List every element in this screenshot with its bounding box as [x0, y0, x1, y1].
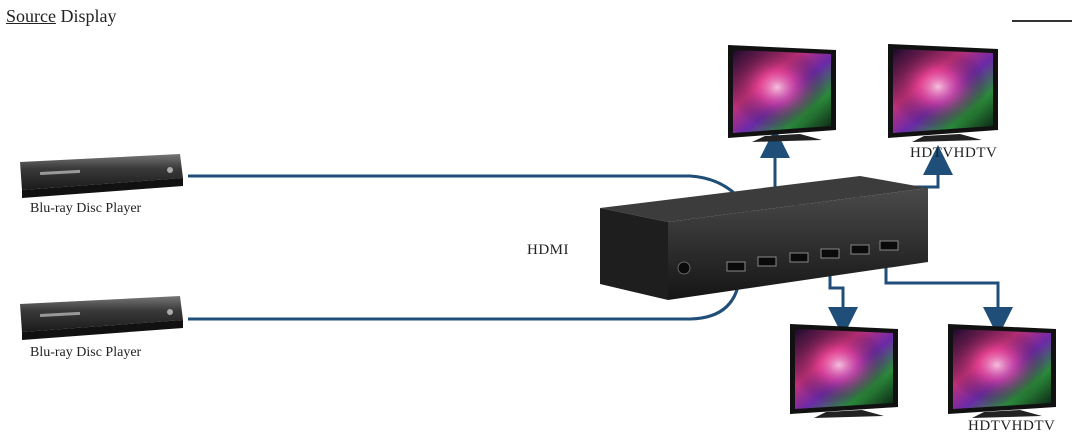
- hdtv-bottom-right: [948, 324, 1056, 418]
- cable-output-tv4: [884, 264, 1013, 337]
- hdtv-top-right: [888, 44, 998, 142]
- label-player-bottom: Blu-ray Disc Player: [30, 345, 142, 360]
- bluray-player-top: [20, 154, 183, 198]
- label-tv-bottom-right: HDTVHDTV: [968, 418, 1056, 434]
- header-display-word: Display: [60, 6, 117, 26]
- header-source-word: Source: [6, 6, 56, 26]
- hdmi-port-in-2: [757, 256, 777, 267]
- label-splitter: HDMI: [527, 242, 569, 258]
- hdmi-port-out-3: [850, 244, 870, 255]
- label-tv-top-right: HDTVHDTV: [910, 145, 998, 161]
- hdmi-port-out-1: [789, 252, 809, 263]
- hdmi-port-in-1: [726, 261, 746, 272]
- hdmi-port-out-2: [820, 248, 840, 259]
- hdtv-top-left: [728, 45, 836, 142]
- hdmi-port-out-4: [879, 240, 899, 251]
- hdmi-splitter-device: [600, 176, 928, 300]
- header-rule: [1012, 20, 1072, 22]
- header-title: Source Display: [6, 6, 116, 27]
- hdtv-bottom-middle: [790, 324, 898, 418]
- label-player-top: Blu-ray Disc Player: [30, 201, 142, 216]
- bluray-player-bottom: [20, 296, 183, 340]
